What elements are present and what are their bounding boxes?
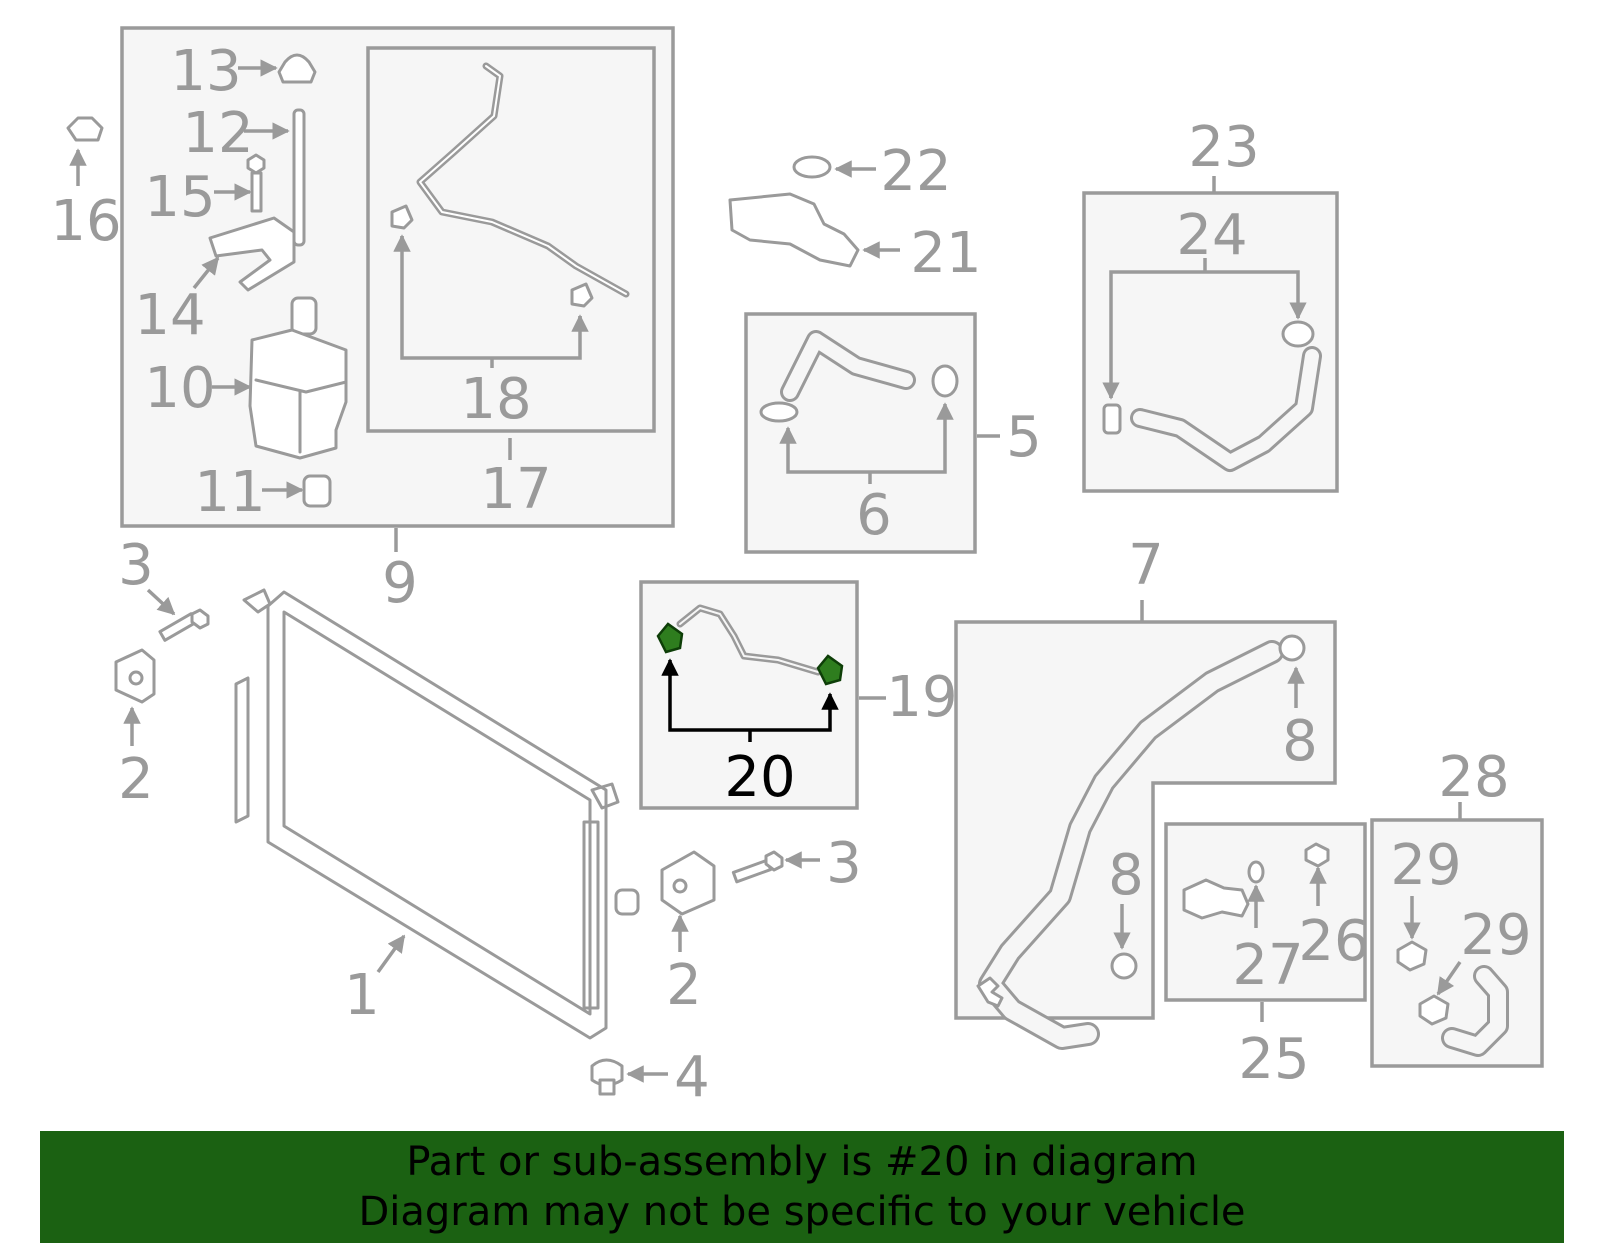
hose-assembly-23-group xyxy=(1082,176,1339,493)
callout-5: 5 xyxy=(1006,405,1042,470)
part-13-reservoir-cap[interactable] xyxy=(238,53,317,84)
callout-29-lower: 29 xyxy=(1460,903,1531,968)
callout-25: 25 xyxy=(1238,1027,1309,1092)
part-1-radiator[interactable] xyxy=(234,588,640,1040)
callout-29-upper: 29 xyxy=(1390,833,1461,898)
callout-13: 13 xyxy=(170,39,241,104)
hose-assembly-28-group xyxy=(1370,802,1544,1068)
callout-14: 14 xyxy=(134,283,205,348)
hose-assembly-7-group xyxy=(954,600,1337,1050)
part-11-grommet[interactable] xyxy=(262,474,332,508)
callout-8-upper: 8 xyxy=(1282,709,1318,774)
callout-7: 7 xyxy=(1128,533,1164,598)
callout-18: 18 xyxy=(460,367,531,432)
part-info-banner: Part or sub-assembly is #20 in diagram D… xyxy=(40,1131,1564,1243)
callout-16: 16 xyxy=(50,189,121,254)
part-18-hose-clips[interactable] xyxy=(390,204,594,368)
callout-4: 4 xyxy=(674,1045,710,1110)
callout-12: 12 xyxy=(182,101,253,166)
callout-19: 19 xyxy=(886,665,957,730)
banner-line-part: Part or sub-assembly is #20 in diagram xyxy=(406,1139,1198,1185)
part-14-bracket[interactable] xyxy=(192,216,296,292)
callout-27: 27 xyxy=(1232,933,1303,998)
part-22-gasket[interactable] xyxy=(792,155,876,179)
part-21-water-outlet[interactable] xyxy=(728,192,900,268)
callout-15: 15 xyxy=(144,165,215,230)
callout-8-lower: 8 xyxy=(1108,843,1144,908)
callout-6: 6 xyxy=(856,483,892,548)
hose-assembly-5-group xyxy=(744,312,1000,554)
callout-3-right: 3 xyxy=(826,831,862,896)
part-3-bolt-left[interactable] xyxy=(146,588,210,642)
banner-line-disclaimer: Diagram may not be specific to your vehi… xyxy=(358,1189,1246,1235)
part-16-nut[interactable] xyxy=(66,116,104,186)
part-4-mount-insulator[interactable] xyxy=(590,1058,668,1096)
callout-1: 1 xyxy=(344,963,380,1028)
part-12-stay-rod[interactable] xyxy=(244,108,306,247)
part-2-bracket-left[interactable] xyxy=(114,648,156,746)
part-20-hose-clips-highlighted[interactable] xyxy=(656,622,844,742)
callout-21: 21 xyxy=(910,221,981,286)
part-10-reservoir-tank[interactable] xyxy=(212,296,348,460)
part-2-bracket-right[interactable] xyxy=(660,850,716,952)
part-3-bolt-right[interactable] xyxy=(731,850,820,884)
callout-28: 28 xyxy=(1438,745,1509,810)
callout-26: 26 xyxy=(1298,909,1369,974)
callout-labels: 13 12 15 16 14 10 11 18 17 9 22 21 23 24… xyxy=(50,39,1531,1110)
callout-24: 24 xyxy=(1176,203,1247,268)
callout-11: 11 xyxy=(194,460,265,525)
reservoir-assembly-group xyxy=(120,26,675,552)
callout-10: 10 xyxy=(144,356,215,421)
callout-3-left: 3 xyxy=(118,533,154,598)
part-17-overflow-hose[interactable] xyxy=(416,62,630,460)
callout-23: 23 xyxy=(1188,115,1259,180)
part-15-bolt[interactable] xyxy=(214,153,266,213)
callout-2-left: 2 xyxy=(118,747,154,812)
callout-17: 17 xyxy=(480,457,551,522)
callout-20-highlighted: 20 xyxy=(724,745,795,810)
callout-9: 9 xyxy=(382,551,418,616)
callout-22: 22 xyxy=(880,139,951,204)
callout-2-right: 2 xyxy=(666,953,702,1018)
sensor-assembly-25-group xyxy=(1164,822,1367,1022)
hose-assembly-19-group xyxy=(639,580,886,810)
